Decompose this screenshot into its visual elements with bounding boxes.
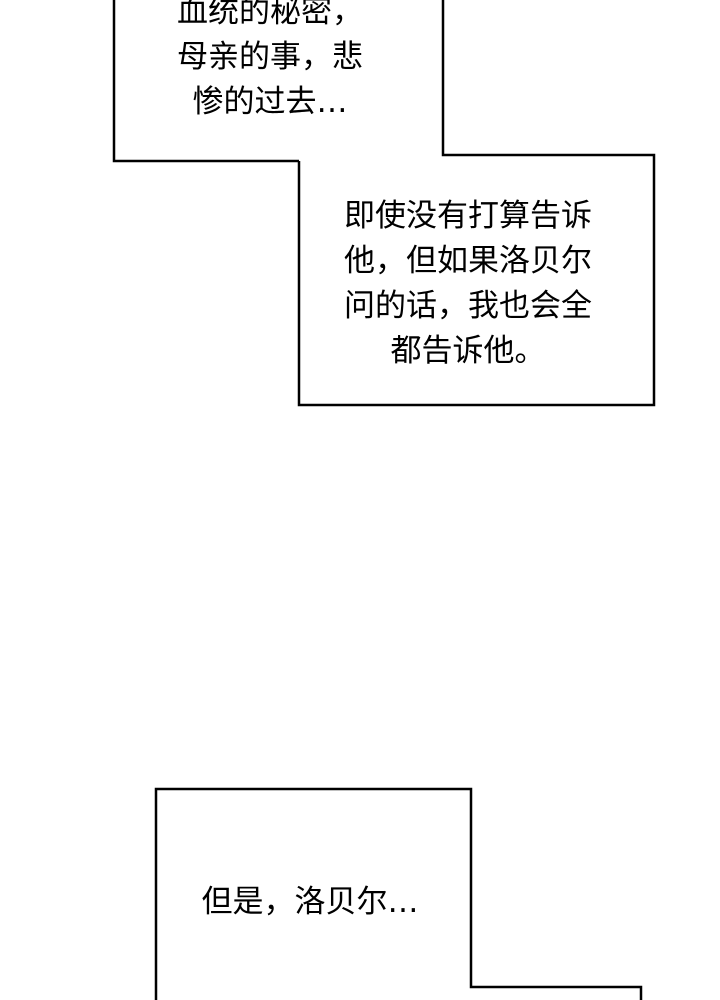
caption-box-3-text: 但是，洛贝尔…: [170, 880, 450, 925]
caption-line: 母亲的事，悲: [177, 39, 363, 75]
caption-line: 即使没有打算告诉: [344, 198, 592, 234]
caption-line: 都告诉他。: [390, 333, 546, 369]
caption-box-1-right-border: [297, 0, 656, 407]
caption-box-1-border: [112, 0, 299, 163]
caption-line: 他，但如果洛贝尔: [344, 243, 592, 279]
caption-box-3-border: [154, 787, 643, 1000]
caption-line: 问的话，我也会全: [344, 288, 592, 324]
caption-box-1-text: 血统的秘密， 母亲的事，悲 惨的过去…: [140, 0, 400, 125]
caption-line: 但是，洛贝尔…: [201, 884, 419, 920]
caption-line: 血统的秘密，: [177, 0, 363, 30]
caption-box-2-text: 即使没有打算告诉 他，但如果洛贝尔 问的话，我也会全 都告诉他。: [318, 194, 618, 374]
caption-line: 惨的过去…: [192, 84, 348, 120]
